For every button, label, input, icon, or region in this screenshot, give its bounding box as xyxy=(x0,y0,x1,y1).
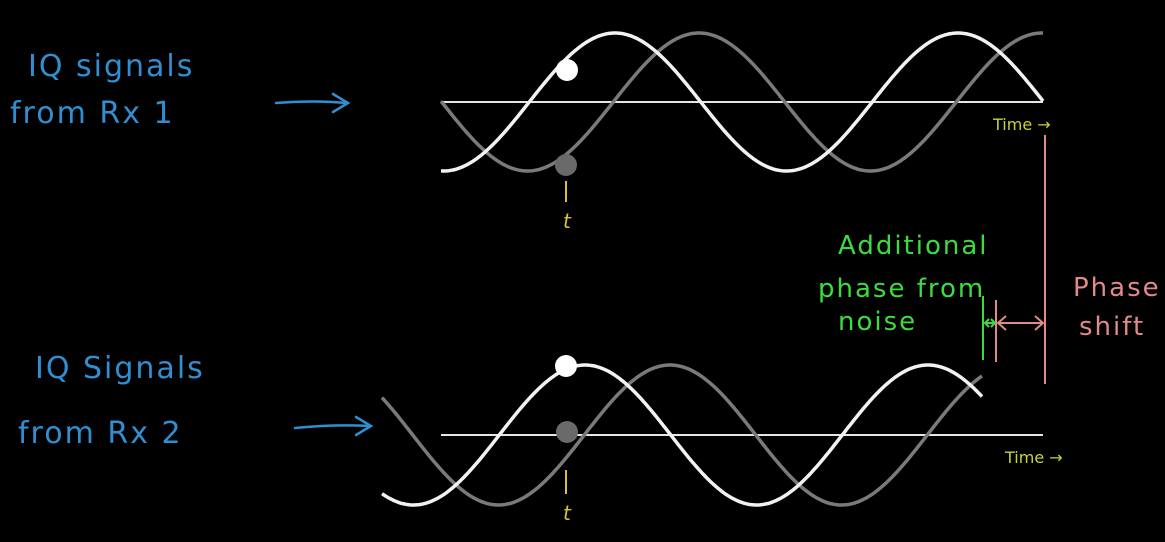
rx2-label-group: IQ Signals from Rx 2 xyxy=(18,351,205,451)
phase-shift-arrow-icon xyxy=(996,315,1045,331)
rx2-arrow-icon xyxy=(293,415,374,437)
bottom-white-sample-dot xyxy=(555,355,577,377)
rx2-label-line1: IQ Signals xyxy=(35,351,205,386)
noise-label-line2: phase from xyxy=(818,274,985,304)
phase-shift-label-line2: shift xyxy=(1079,312,1145,342)
rx1-label-line1: IQ signals xyxy=(28,49,194,84)
rx1-label-line2: from Rx 1 xyxy=(10,96,175,131)
top-white-signal xyxy=(440,31,1045,173)
top-gray-signal xyxy=(439,31,1043,173)
top-time-label: Time → xyxy=(992,115,1051,134)
noise-label-line3: noise xyxy=(838,307,917,337)
noise-label-line1: Additional xyxy=(838,231,989,261)
bottom-t-label: t xyxy=(563,501,572,525)
noise-phase-arrow-icon xyxy=(983,318,997,328)
rx1-arrow-icon xyxy=(274,92,351,114)
top-t-label: t xyxy=(563,209,572,233)
rx1-label-group: IQ signals from Rx 1 xyxy=(10,49,194,131)
top-gray-sample-dot xyxy=(555,154,577,176)
top-white-sample-dot xyxy=(556,59,578,81)
bottom-gray-signal xyxy=(380,363,984,507)
phase-shift-label-line1: Phase xyxy=(1073,273,1161,303)
bottom-time-label: Time → xyxy=(1004,448,1063,467)
bottom-white-signal xyxy=(381,363,984,507)
rx2-label-line2: from Rx 2 xyxy=(18,416,183,451)
bottom-gray-sample-dot xyxy=(556,421,578,443)
